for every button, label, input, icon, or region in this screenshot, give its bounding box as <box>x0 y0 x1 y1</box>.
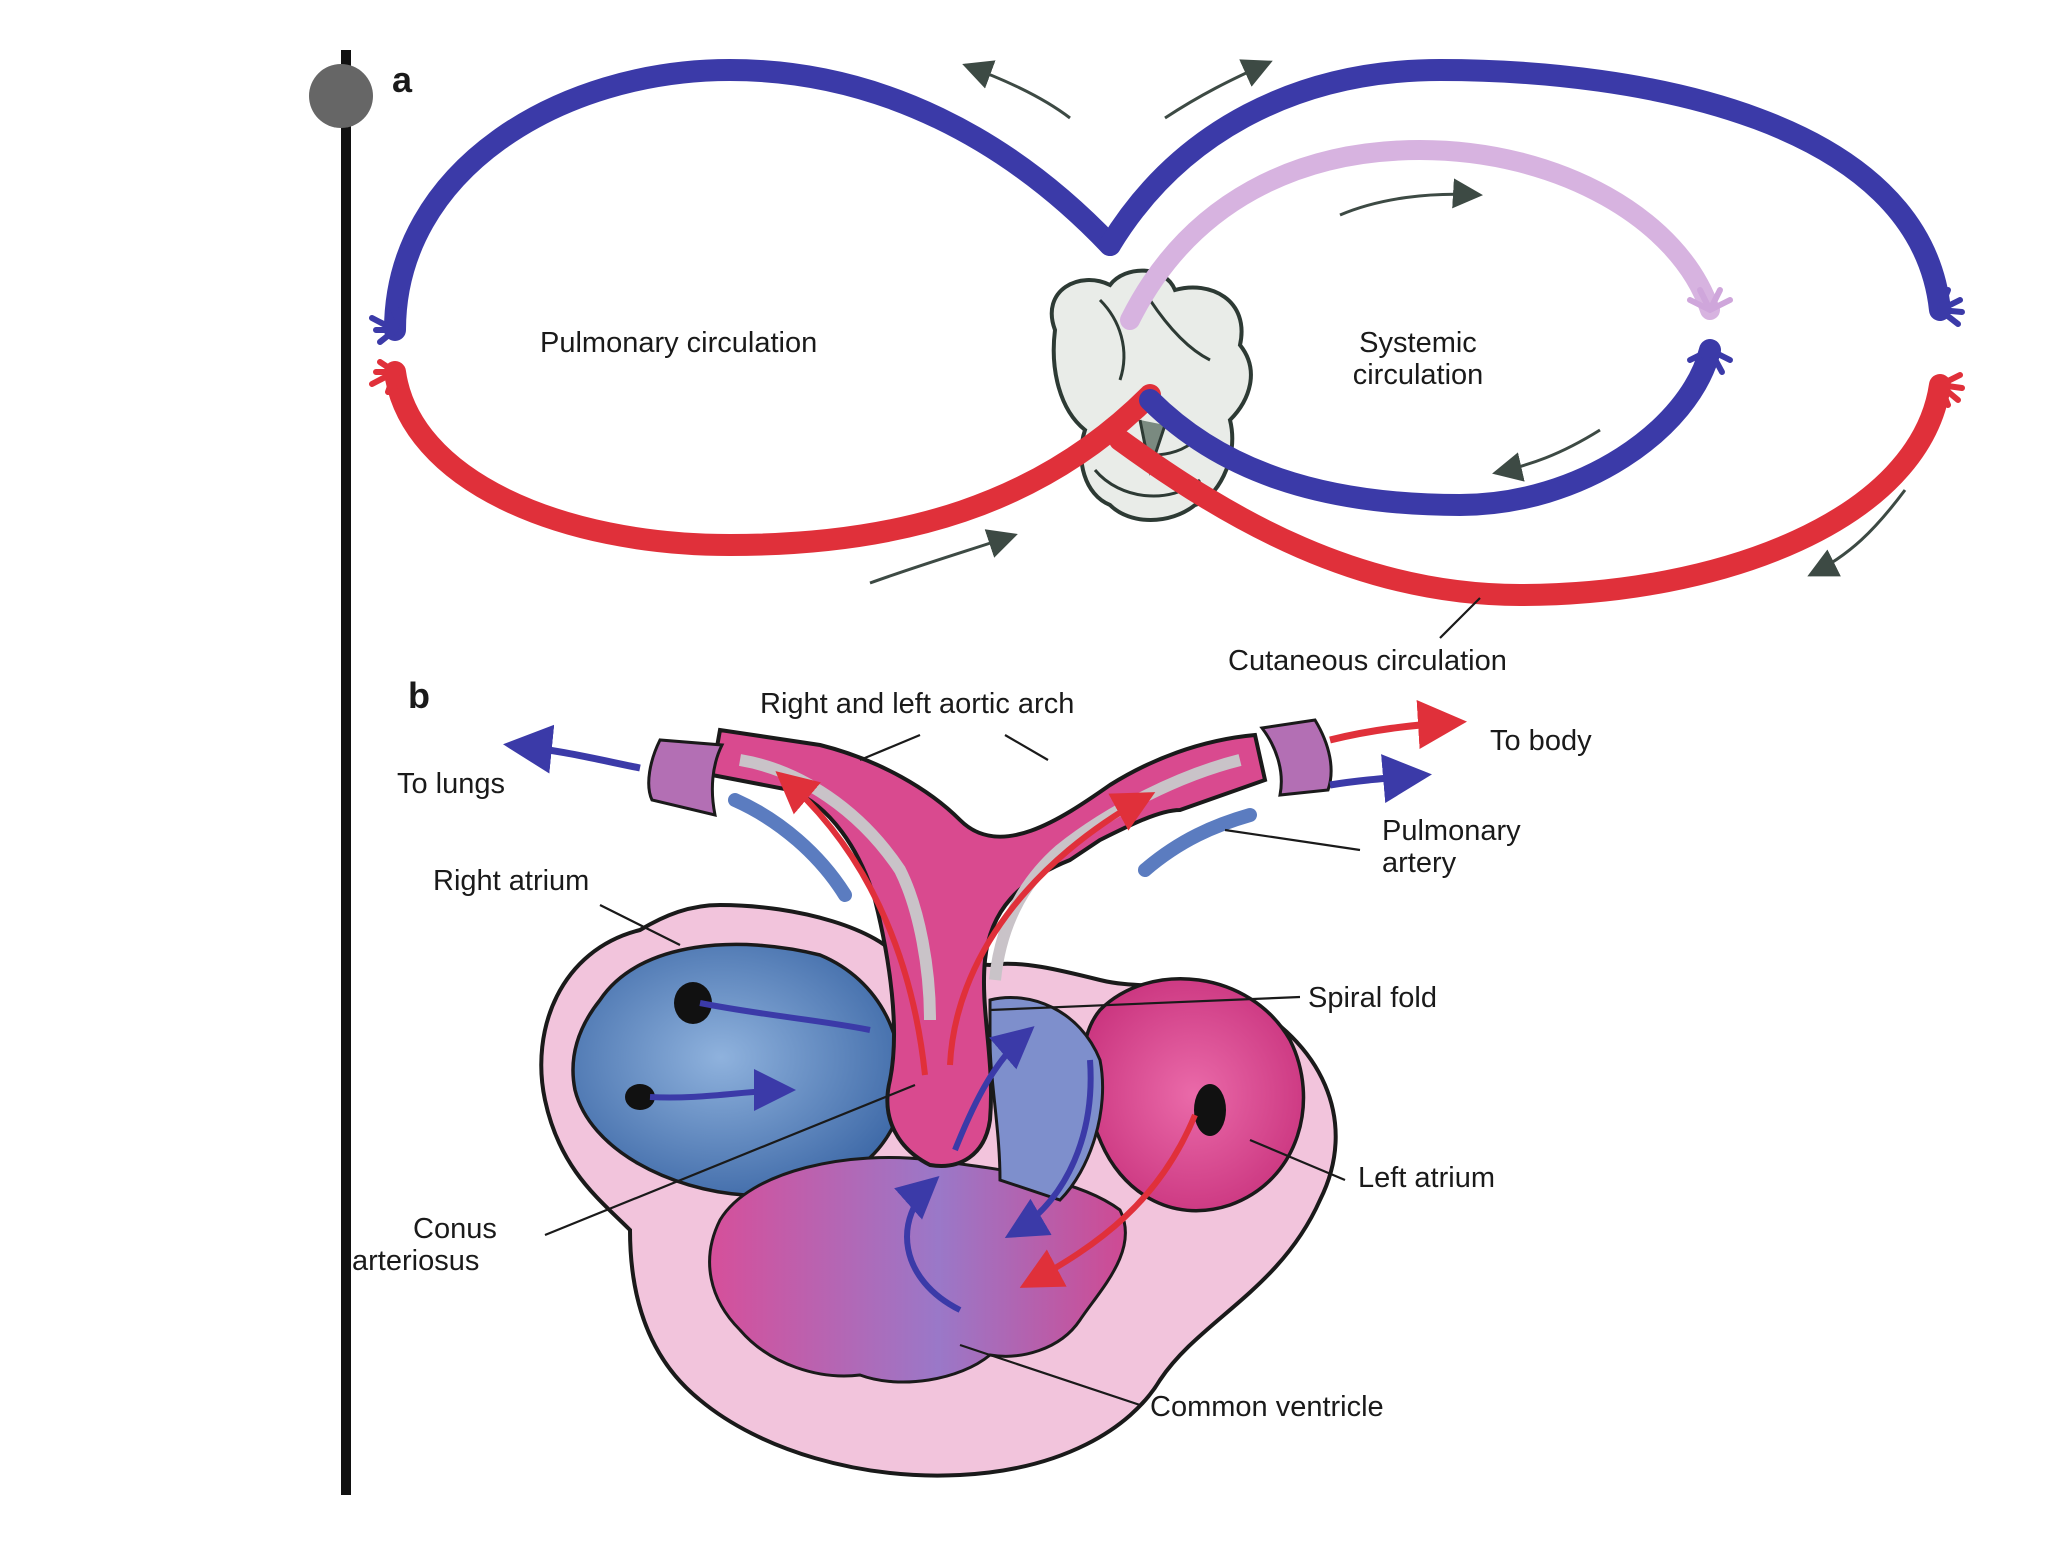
systemic-artery-red <box>1109 374 1951 607</box>
panel-b: b <box>352 675 1592 1478</box>
blue-flow-down <box>1004 1059 1094 1239</box>
label-pulmonary-circulation: Pulmonary circulation <box>540 327 817 359</box>
red-flow-right-arch <box>947 792 1156 1066</box>
flow-arrow-bottom-right <box>1807 489 1907 577</box>
pulmonary-vein-blue <box>384 58 1121 341</box>
label-to-lungs: To lungs <box>397 768 505 800</box>
leader-common-ventricle <box>959 1343 1141 1407</box>
ra-flow-2 <box>649 1069 796 1112</box>
red-flow-left-atrium <box>1019 1113 1198 1288</box>
panel-a-letter: a <box>392 59 413 100</box>
conus-arteriosus <box>709 727 1268 1168</box>
flow-arrow-inner-right <box>1492 428 1601 482</box>
leader-pulmonary-artery <box>1224 828 1361 852</box>
blue-flow-up <box>894 1176 962 1313</box>
panel-a: a <box>369 58 1965 677</box>
label-conus-line1: Conus <box>413 1213 497 1245</box>
label-spiral-fold: Spiral fold <box>1308 982 1437 1014</box>
label-cutaneous-circulation: Cutaneous circulation <box>1228 645 1507 677</box>
cutaneous-vein-blue <box>1139 339 1721 517</box>
label-to-body: To body <box>1490 725 1592 757</box>
label-common-ventricle: Common ventricle <box>1150 1391 1384 1423</box>
left-arch-cap <box>647 738 725 818</box>
red-flow-left-arch <box>775 771 928 1076</box>
flow-arrow-top-right <box>1164 59 1273 120</box>
leader-spiral-fold <box>989 995 1301 1012</box>
blue-flow-spiral <box>952 1026 1035 1152</box>
left-edge-bar <box>341 50 351 1495</box>
pulmonary-artery-tube-right <box>1138 808 1257 877</box>
leader-cutaneous <box>1439 597 1481 639</box>
leader-aortic-right <box>1004 734 1049 761</box>
flow-arrow-top-left <box>962 60 1071 120</box>
ra-vein-opening-2 <box>625 1084 655 1110</box>
label-right-atrium: Right atrium <box>433 865 589 897</box>
arrow-pulmonary-out <box>1329 754 1432 803</box>
right-arch-cap <box>1259 718 1333 797</box>
label-pulmonary-artery-line2: artery <box>1382 847 1457 879</box>
ra-vein-opening-1 <box>674 982 712 1024</box>
pulmonary-artery-tube-left <box>728 793 852 902</box>
flow-arrow-bottom-left <box>869 529 1018 585</box>
label-systemic-line2: circulation <box>1353 359 1484 391</box>
la-vein-opening <box>1194 1084 1226 1136</box>
pulmonary-artery-red <box>384 361 1161 557</box>
leader-left-atrium <box>1249 1138 1346 1182</box>
arrow-to-lungs <box>503 724 641 774</box>
label-systemic-line1: Systemic <box>1359 327 1477 359</box>
label-left-atrium: Left atrium <box>1358 1162 1495 1194</box>
label-aortic-arch: Right and left aortic arch <box>760 688 1074 720</box>
systemic-capillaries <box>1937 287 1965 408</box>
panel-b-letter: b <box>408 675 430 716</box>
systemic-vein-blue <box>1099 58 1951 321</box>
arrow-to-body <box>1329 700 1467 749</box>
leader-aortic-left <box>859 733 921 762</box>
flow-arrow-inner-top <box>1339 178 1483 217</box>
pulmonary-capillaries <box>369 307 405 395</box>
arch-inner-wall-right <box>989 754 1242 981</box>
leader-right-atrium <box>599 904 681 946</box>
cutaneous-mixed-vessel <box>1120 139 1720 330</box>
edge-marker <box>309 64 373 128</box>
label-pulmonary-artery-line1: Pulmonary <box>1382 815 1521 847</box>
label-conus-line2: arteriosus <box>352 1245 479 1277</box>
leader-conus <box>544 1083 916 1237</box>
cutaneous-capillaries <box>1687 287 1733 375</box>
ra-flow-1 <box>699 1000 871 1033</box>
